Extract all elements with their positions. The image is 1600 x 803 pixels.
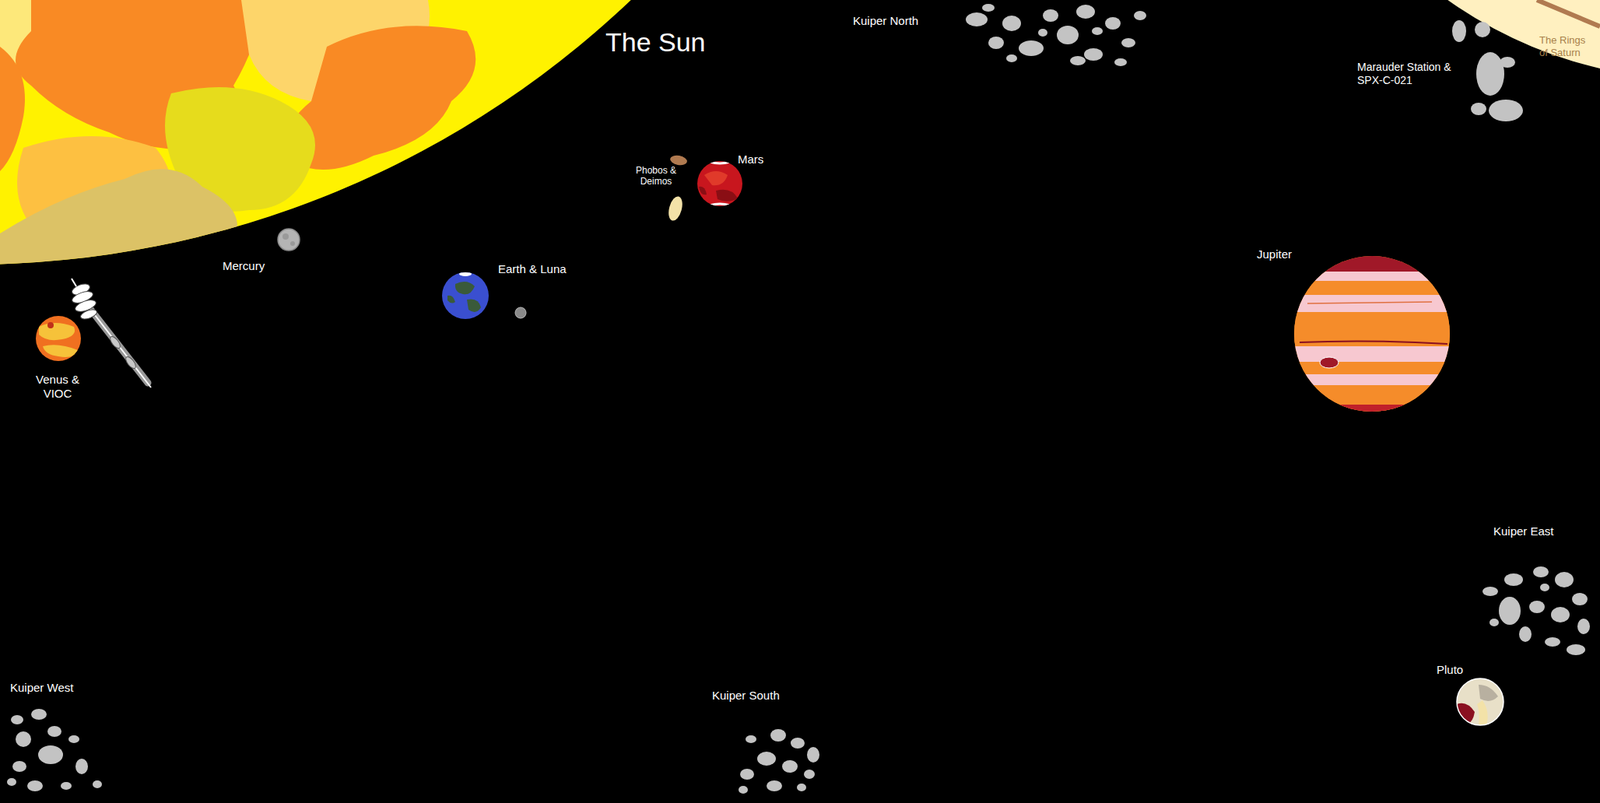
pluto <box>1456 678 1504 728</box>
planet-label: Pluto <box>1436 663 1464 678</box>
kuiper-north-asteroids <box>965 3 1147 67</box>
earth <box>442 271 527 320</box>
kuiper-west-asteroids <box>7 708 102 792</box>
kuiper-south-asteroids <box>738 729 820 794</box>
mercury <box>277 228 300 251</box>
planet-label: Mars <box>737 152 764 167</box>
sun-label: The Sun <box>605 26 706 59</box>
region-label: Kuiper North <box>852 14 919 29</box>
planet-label: Mercury <box>222 259 265 274</box>
planet-label: Venus & VIOC <box>29 372 86 401</box>
marauder-station-asteroids <box>1452 20 1523 122</box>
mars <box>666 154 743 222</box>
sun <box>0 0 929 269</box>
moon-label: Phobos & Deimos <box>631 164 681 188</box>
station-label: Marauder Station & SPX-C-021 <box>1357 60 1467 88</box>
region-label: Kuiper East <box>1493 524 1555 539</box>
venus <box>35 315 81 362</box>
kuiper-east-asteroids <box>1482 566 1590 656</box>
region-label: Kuiper West <box>10 680 74 695</box>
vioc-station <box>70 278 151 388</box>
planet-label: Jupiter <box>1256 247 1292 262</box>
jupiter <box>1291 256 1456 417</box>
planet-label: Earth & Luna <box>498 262 567 277</box>
region-label: Kuiper South <box>712 688 780 703</box>
saturn-label: The Rings of Saturn <box>1539 34 1596 59</box>
